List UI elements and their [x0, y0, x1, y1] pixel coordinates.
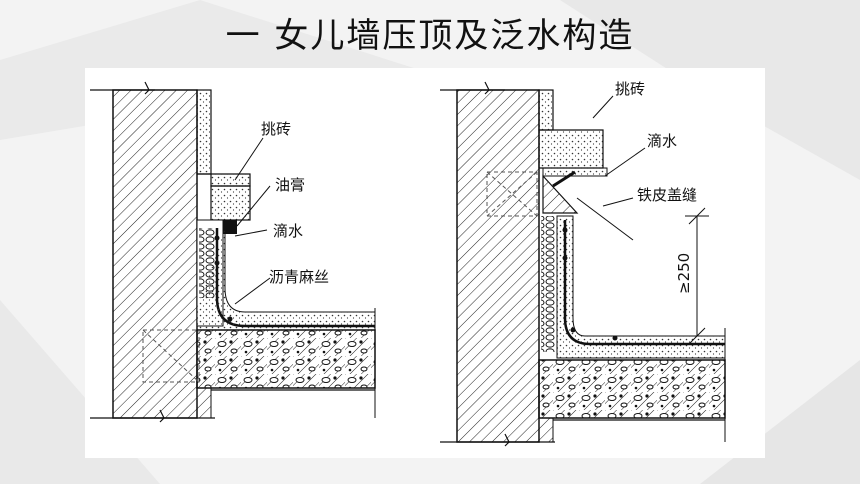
label-overhang-brick-right: 挑砖 [615, 80, 645, 98]
left-parapet-detail: 挑砖 油膏 滴水 沥青麻丝 [90, 81, 376, 423]
label-iron-cover: 铁皮盖缝 [637, 186, 697, 204]
slide-title: 一 女儿墙压顶及泛水构造 [225, 16, 635, 56]
label-overhang-brick-left: 挑砖 [261, 120, 291, 138]
parapet-diagram-figure: 挑砖 油膏 滴水 沥青麻丝 [85, 68, 765, 458]
construction-drawings: 挑砖 油膏 滴水 沥青麻丝 [90, 80, 726, 447]
right-parapet-detail: 挑砖 滴水 铁皮盖缝 ≥250 [440, 80, 726, 447]
label-drip-right: 滴水 [647, 132, 677, 150]
label-drip-left: 滴水 [273, 222, 303, 240]
label-asphalt-hemp: 沥青麻丝 [269, 268, 329, 286]
label-height-dimension: ≥250 [675, 253, 693, 294]
label-oil-paste: 油膏 [275, 176, 305, 194]
